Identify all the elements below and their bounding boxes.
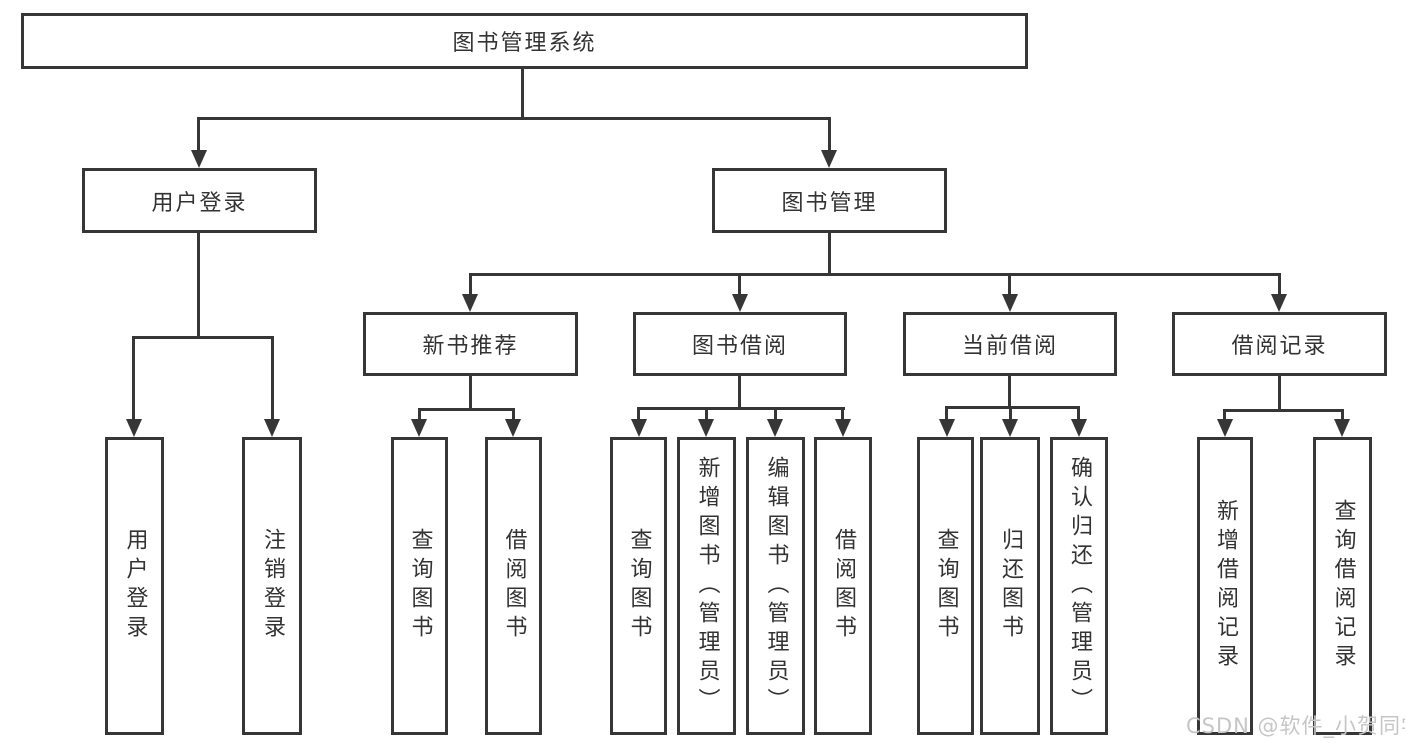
node-label: 当前借阅	[961, 334, 1058, 359]
leaf-label: 编辑图书（管理员）	[763, 455, 789, 717]
leaf-label: 查询借阅记录	[1330, 499, 1356, 673]
connector-root-rail	[197, 117, 831, 120]
arrowhead-br-query-icon	[1334, 419, 1350, 437]
leaf-nb-query-books: 查询图书	[391, 437, 448, 735]
connector-nb-query-drop	[418, 408, 421, 421]
connector-current-borrow-drop	[1008, 273, 1011, 296]
leaf-label: 查询图书	[407, 528, 433, 644]
node-current-borrow: 当前借阅	[903, 312, 1117, 376]
connector-new-book-drop	[469, 273, 472, 296]
arrowhead-leaf-logout-icon	[264, 419, 280, 437]
connector-leaf-logout-drop	[271, 336, 274, 421]
connector-cb-confirm-drop	[1077, 406, 1080, 421]
connector-cb-return-drop	[1009, 406, 1012, 421]
leaf-cb-confirm-return-admin: 确认归还（管理员）	[1050, 437, 1108, 735]
connector-current-borrow-rail	[945, 406, 1080, 409]
connector-book-borrow-rail	[637, 407, 845, 410]
connector-bb-add-drop	[705, 407, 708, 421]
node-user-login: 用户登录	[82, 168, 317, 233]
leaf-user-login: 用户登录	[105, 437, 164, 735]
connector-cb-query-drop	[945, 406, 948, 421]
connector-leaf-user-login-drop	[132, 336, 135, 421]
arrowhead-new-book-icon	[462, 294, 478, 312]
arrowhead-br-add-icon	[1217, 419, 1233, 437]
arrowhead-book-management-icon	[821, 150, 837, 168]
connector-user-login-rail	[132, 336, 274, 339]
connector-book-management-drop	[828, 117, 831, 153]
connector-borrow-records-rail	[1223, 409, 1344, 412]
leaf-label: 归还图书	[998, 528, 1023, 644]
node-label: 图书管理系统	[452, 31, 597, 56]
leaf-label: 新增借阅记录	[1213, 499, 1238, 673]
arrowhead-borrow-records-icon	[1271, 294, 1287, 312]
node-library-management-system: 图书管理系统	[21, 13, 1028, 69]
leaf-label: 借阅图书	[831, 528, 856, 644]
leaf-label: 借阅图书	[501, 528, 527, 644]
node-book-borrow: 图书借阅	[633, 312, 847, 376]
leaf-br-add-record: 新增借阅记录	[1197, 437, 1253, 735]
arrowhead-bb-query-icon	[631, 419, 647, 437]
node-label: 图书借阅	[691, 334, 788, 359]
arrowhead-leaf-user-login-icon	[126, 419, 142, 437]
node-label: 新书推荐	[422, 334, 519, 359]
leaf-bb-query-books: 查询图书	[610, 437, 667, 735]
connector-user-login-stem	[197, 232, 200, 339]
connector-new-book-stem	[469, 376, 472, 411]
node-borrow-records: 借阅记录	[1172, 312, 1387, 376]
node-label: 借阅记录	[1231, 334, 1328, 359]
leaf-cb-return-books: 归还图书	[980, 437, 1040, 735]
leaf-br-query-record: 查询借阅记录	[1313, 437, 1372, 735]
arrowhead-nb-query-icon	[411, 419, 427, 437]
arrowhead-bb-add-icon	[698, 419, 714, 437]
leaf-label: 新增图书（管理员）	[694, 455, 720, 717]
connector-book-management-stem	[828, 232, 831, 276]
arrowhead-current-borrow-icon	[1002, 294, 1018, 312]
connector-bb-edit-drop	[774, 407, 777, 421]
connector-book-management-rail	[469, 273, 1281, 276]
connector-bb-borrow-drop	[841, 407, 844, 421]
leaf-bb-borrow-books: 借阅图书	[814, 437, 872, 735]
node-new-book-recommend: 新书推荐	[363, 312, 578, 376]
leaf-label: 查询图书	[626, 528, 652, 644]
arrowhead-bb-borrow-icon	[835, 419, 851, 437]
node-label: 用户登录	[151, 190, 248, 216]
arrowhead-cb-confirm-icon	[1071, 419, 1087, 437]
connector-borrow-records-stem	[1278, 376, 1281, 412]
connector-bb-query-drop	[637, 407, 640, 421]
connector-current-borrow-stem	[1008, 376, 1011, 409]
node-book-management: 图书管理	[712, 168, 947, 233]
leaf-label: 确认归还（管理员）	[1067, 455, 1092, 717]
connector-new-book-rail	[418, 408, 515, 411]
arrowhead-user-login-icon	[191, 150, 207, 168]
leaf-label: 查询图书	[933, 528, 959, 644]
leaf-label: 注销登录	[260, 528, 285, 644]
leaf-logout: 注销登录	[242, 437, 302, 735]
leaf-bb-add-books-admin: 新增图书（管理员）	[677, 437, 736, 735]
leaf-bb-edit-books-admin: 编辑图书（管理员）	[746, 437, 805, 735]
connector-book-borrow-drop	[738, 273, 741, 296]
arrowhead-cb-return-icon	[1002, 419, 1018, 437]
leaf-cb-query-books: 查询图书	[917, 437, 974, 735]
arrowhead-cb-query-icon	[939, 419, 955, 437]
leaf-label: 用户登录	[122, 528, 148, 644]
connector-user-login-drop	[197, 117, 200, 153]
connector-book-borrow-stem	[738, 376, 741, 410]
connector-root-stem	[521, 68, 524, 120]
arrowhead-book-borrow-icon	[732, 294, 748, 312]
leaf-nb-borrow-books: 借阅图书	[485, 437, 542, 735]
connector-borrow-records-drop	[1278, 273, 1281, 296]
connector-nb-borrow-drop	[512, 408, 515, 421]
node-label: 图书管理	[781, 190, 878, 216]
connector-br-query-drop	[1341, 409, 1344, 421]
csdn-watermark: CSDN @软件_小贺同学	[1186, 714, 1405, 738]
arrowhead-nb-borrow-icon	[505, 419, 521, 437]
arrowhead-bb-edit-icon	[767, 419, 783, 437]
connector-br-add-drop	[1223, 409, 1226, 421]
